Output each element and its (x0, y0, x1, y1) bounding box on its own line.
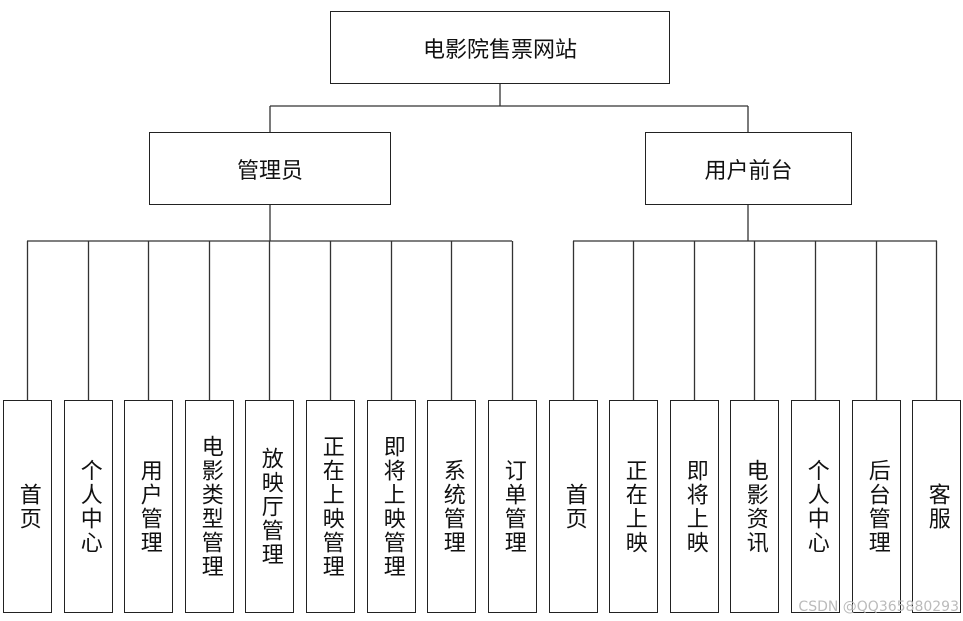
leaf-node-admin-6: 即将上映管理 (367, 400, 416, 613)
leaf-node-admin-2: 用户管理 (124, 400, 173, 613)
root-node: 电影院售票网站 (330, 11, 670, 84)
group-node-user-frontend-label: 用户前台 (704, 158, 793, 184)
leaf-label: 放映厅管理 (257, 446, 283, 567)
leaf-label: 首页 (15, 482, 41, 531)
leaf-node-admin-5: 正在上映管理 (306, 400, 355, 613)
leaf-label: 即将上映管理 (379, 434, 405, 579)
group-node-admin-label: 管理员 (236, 158, 303, 184)
leaf-node-user-6: 客服 (912, 400, 961, 613)
leaf-label: 用户管理 (136, 458, 162, 555)
leaf-label: 后台管理 (864, 458, 890, 555)
leaf-label: 系统管理 (439, 458, 465, 555)
leaf-label: 首页 (561, 482, 587, 531)
leaf-label: 正在上映 (621, 458, 647, 555)
leaf-node-user-2: 即将上映 (670, 400, 719, 613)
leaf-node-admin-1: 个人中心 (64, 400, 113, 613)
leaf-label: 订单管理 (500, 458, 526, 555)
leaf-label: 电影类型管理 (197, 434, 223, 579)
leaf-label: 电影资讯 (742, 458, 768, 555)
leaf-node-user-4: 个人中心 (791, 400, 840, 613)
leaf-label: 即将上映 (682, 458, 708, 555)
leaf-label: 正在上映管理 (318, 434, 344, 579)
group-node-admin: 管理员 (149, 132, 391, 205)
leaf-label: 个人中心 (803, 458, 829, 555)
leaf-label: 客服 (924, 482, 950, 531)
watermark: CSDN @QQ365880293 (798, 599, 959, 615)
leaf-node-user-1: 正在上映 (609, 400, 658, 613)
group-node-user-frontend: 用户前台 (645, 132, 852, 205)
leaf-node-user-5: 后台管理 (852, 400, 901, 613)
leaf-node-admin-0: 首页 (3, 400, 52, 613)
leaf-node-admin-7: 系统管理 (427, 400, 476, 613)
leaf-node-user-3: 电影资讯 (730, 400, 779, 613)
leaf-node-user-0: 首页 (549, 400, 598, 613)
leaf-node-admin-8: 订单管理 (488, 400, 537, 613)
leaf-label: 个人中心 (76, 458, 102, 555)
root-node-label: 电影院售票网站 (422, 37, 577, 63)
leaf-node-admin-3: 电影类型管理 (185, 400, 234, 613)
leaf-node-admin-4: 放映厅管理 (245, 400, 294, 613)
